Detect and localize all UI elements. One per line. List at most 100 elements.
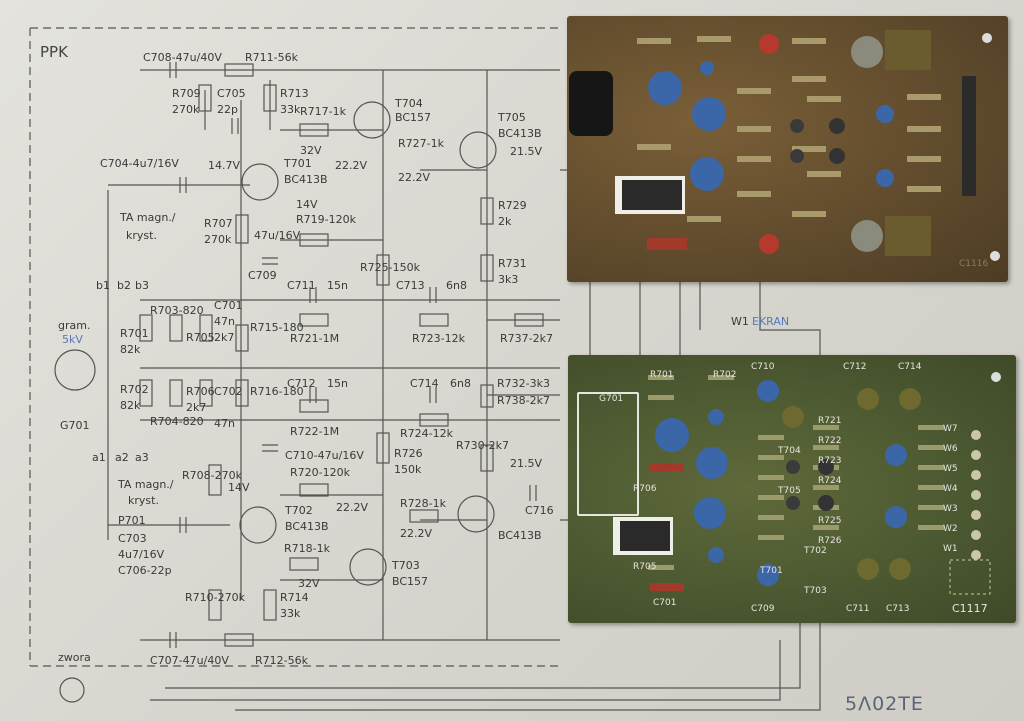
component-label: 32V [298,577,320,590]
component-label: 32V [300,144,322,157]
component-label: R729 [498,199,527,212]
pcb-pin-label: W5 [943,464,958,474]
pcb-silkscreen: T702 [804,546,827,556]
pcb-silkscreen: C701 [653,598,677,608]
pcb-top: C1116 [567,16,1008,282]
component-label: 270k [204,233,232,246]
component-label: 22.2V [398,171,431,184]
connector-voltage: 5kV [62,333,83,346]
component-label: 33k [280,103,301,116]
pcb-bottom-label: C1117 [952,602,988,615]
pcb-pin-label: W2 [943,524,958,534]
pcb-silkscreen: R726 [818,536,842,546]
component-label: R702 [120,383,149,396]
pcb-silkscreen: R701 [650,370,674,380]
component-label: R728-1k [400,497,446,510]
component-label: C716 [525,504,554,517]
component-label: 14.7V [208,159,241,172]
component-label: R714 [280,591,309,604]
ekran-label: EKRAN [752,315,790,328]
component-label: T701 [284,157,312,170]
component-label: 47n [214,417,235,430]
component-label: R724-12k [400,427,453,440]
component-label: R720-120k [290,466,350,479]
pcb-pin-label: W4 [943,484,958,494]
component-label: 150k [394,463,422,476]
component-label: C703 [118,532,147,545]
frame-label: PPK [40,43,68,61]
switch-label: b1 [96,279,110,292]
component-label: R707 [204,217,233,230]
pcb-bottom: G701 C710 C712 C714 R701 R702 C709 C711 … [568,355,1016,623]
component-label: C714 [410,377,439,390]
component-label: C713 [396,279,425,292]
component-label: 270k [172,103,200,116]
pcb-silkscreen: T704 [778,446,801,456]
component-label: R705 [186,331,215,344]
component-label: BC413B [284,173,328,186]
component-label: R727-1k [398,137,444,150]
component-label: R721-1M [290,332,340,345]
pcb-silkscreen: G701 [599,394,624,404]
component-label: 15n [327,279,348,292]
component-label: R723-12k [412,332,465,345]
pcb-silkscreen: R702 [713,370,737,380]
pcb-bottom-components [613,372,1001,595]
pcb-pin-label: W6 [943,444,958,454]
component-label: 14V [228,481,250,494]
pcb-silkscreen: R721 [818,416,842,426]
component-label: R711-56k [245,51,298,64]
pcb-silkscreen: C713 [886,604,910,614]
pcb-silkscreen: C709 [751,604,775,614]
component-label: R731 [498,257,527,270]
w1-label: W1 [731,315,749,328]
component-label: R738-2k7 [497,394,550,407]
component-label: 14V [296,198,318,211]
component-label: R716-180 [250,385,304,398]
component-label: C707-47u/40V [150,654,229,667]
component-label: 47u/16V [254,229,301,242]
footer-code: 5Λ02TE [845,693,924,715]
component-label: R717-1k [300,105,346,118]
component-label: 3k3 [498,273,519,286]
component-label: 22.2V [400,527,433,540]
pcb-silkscreen: R723 [818,456,842,466]
component-label: 2k [498,215,512,228]
component-label: R706 [186,385,215,398]
component-label: 82k [120,399,141,412]
component-label: C705 [217,87,246,100]
component-label: R701 [120,327,149,340]
component-label: 15n [327,377,348,390]
component-label: R712-56k [255,654,308,667]
pcb-silkscreen: R724 [818,476,842,486]
component-label: BC157 [395,111,432,124]
component-label: R708-270k [182,469,242,482]
pcb-top-label: C1116 [959,259,989,269]
component-label: R718-1k [284,542,330,555]
pcb-sticker-outline [577,392,639,516]
component-label: 6n8 [450,377,471,390]
component-label: R703-820 [150,304,204,317]
component-label: BC413B [498,127,542,140]
component-label: C710-47u/16V [285,449,364,462]
component-label: BC157 [392,575,429,588]
component-label: C706-22p [118,564,172,577]
component-label: 22p [217,103,238,116]
component-label: 4u7/16V [118,548,165,561]
component-label: T705 [498,111,526,124]
pcb-silkscreen: R722 [818,436,842,446]
ta-label: kryst. [128,494,159,507]
switch-label: a3 [135,451,149,464]
switch-label: a1 [92,451,106,464]
component-label: T702 [285,504,313,517]
component-label: BC413B [498,529,542,542]
component-label: C712 [287,377,316,390]
component-label: R737-2k7 [500,332,553,345]
ta-label: kryst. [126,229,157,242]
component-label: R709 [172,87,201,100]
component-label: R710-270k [185,591,245,604]
component-label: 22.2V [336,501,369,514]
bottom-left-label: zwora [58,651,91,664]
pcb-silkscreen: R705 [633,562,657,572]
